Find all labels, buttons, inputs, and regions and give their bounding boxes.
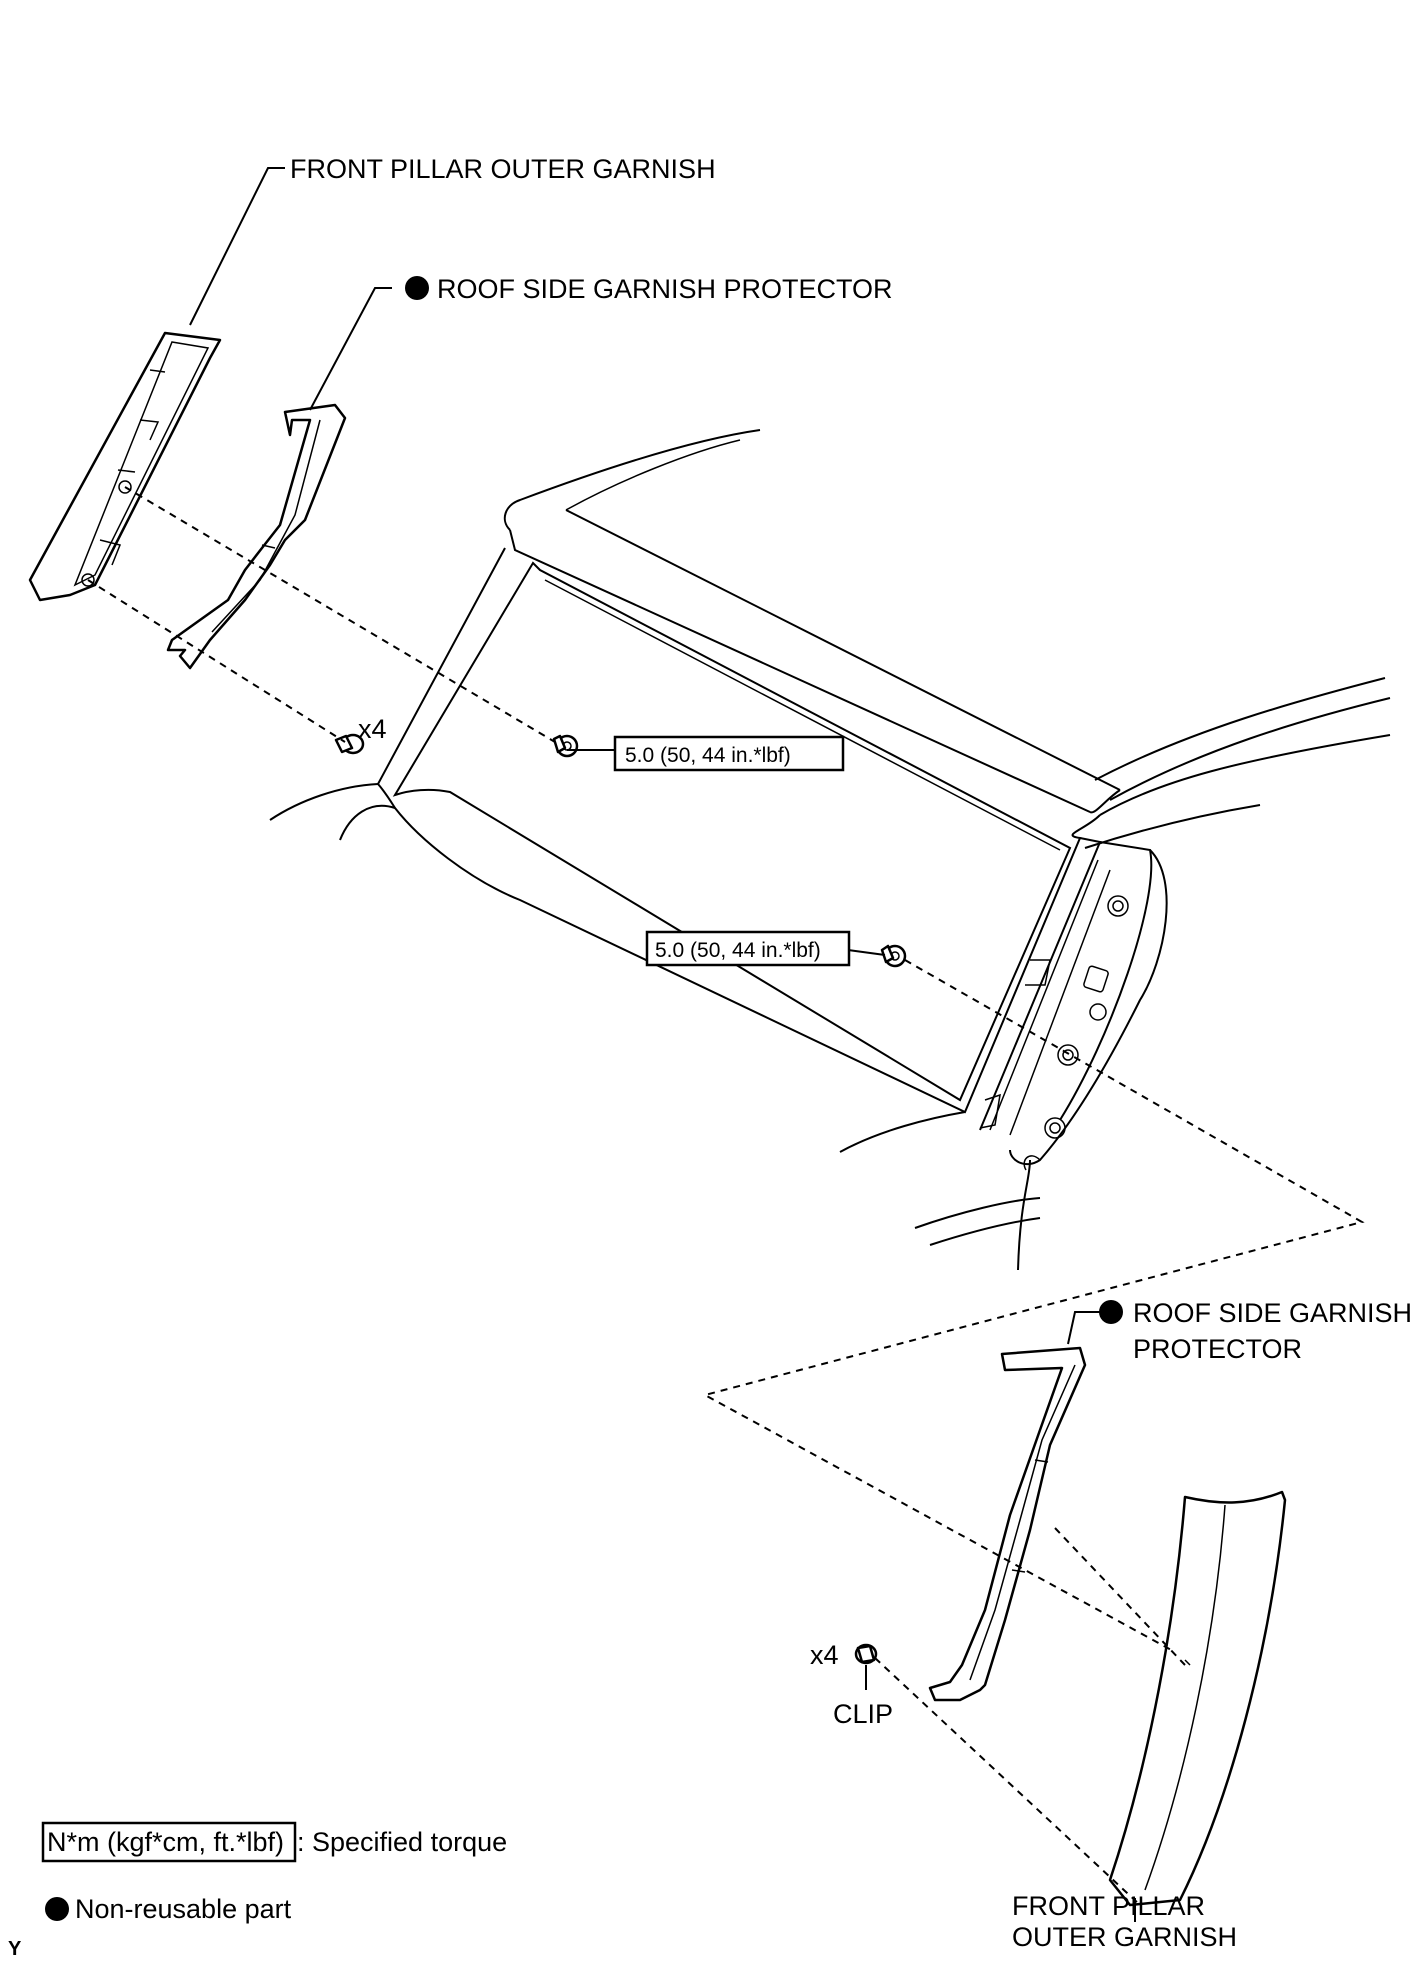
front-pillar-outer-garnish-right	[1108, 1490, 1287, 1907]
non-reusable-dot-right	[1099, 1300, 1123, 1324]
label-front-pillar-outer-garnish-bottom-2: OUTER GARNISH	[1012, 1922, 1238, 1952]
torque-box-1	[613, 735, 845, 772]
nut-middle	[880, 944, 907, 968]
alignment-lines	[87, 486, 1365, 1906]
torque-value-1: 5.0 (50, 44 in.*lbf)	[625, 744, 791, 767]
non-reusable-dot-top	[405, 276, 429, 300]
torque-box-2	[645, 930, 851, 967]
vehicle-body	[269, 429, 1391, 1271]
non-reusable-legend-dot	[45, 1897, 69, 1921]
roof-side-garnish-protector-right	[928, 1346, 1087, 1702]
legend-torque-box	[41, 1821, 297, 1863]
label-roof-side-garnish-protector-right-2: PROTECTOR	[1133, 1334, 1302, 1364]
label-roof-side-garnish-protector-right-1: ROOF SIDE GARNISH	[1133, 1298, 1412, 1328]
label-front-pillar-outer-garnish-bottom-1: FRONT PILLAR	[1012, 1891, 1205, 1921]
label-roof-side-garnish-protector-top: ROOF SIDE GARNISH PROTECTOR	[437, 274, 893, 304]
legend-non-reusable-desc: Non-reusable part	[75, 1894, 292, 1924]
clip-right	[854, 1643, 878, 1665]
roof-side-garnish-protector-left	[166, 403, 347, 670]
front-pillar-outer-garnish-left	[28, 331, 222, 602]
label-front-pillar-outer-garnish-top: FRONT PILLAR OUTER GARNISH	[290, 154, 716, 184]
label-qty-left: x4	[358, 714, 387, 744]
nut-top	[552, 734, 579, 758]
torque-value-2: 5.0 (50, 44 in.*lbf)	[655, 939, 821, 962]
clip-left	[334, 733, 365, 755]
legend-torque-desc: : Specified torque	[297, 1827, 507, 1857]
legend-torque-unit: N*m (kgf*cm, ft.*lbf)	[47, 1827, 284, 1857]
corner-mark: Y	[8, 1938, 22, 1960]
label-clip: CLIP	[833, 1699, 893, 1729]
label-qty-right: x4	[810, 1640, 839, 1670]
